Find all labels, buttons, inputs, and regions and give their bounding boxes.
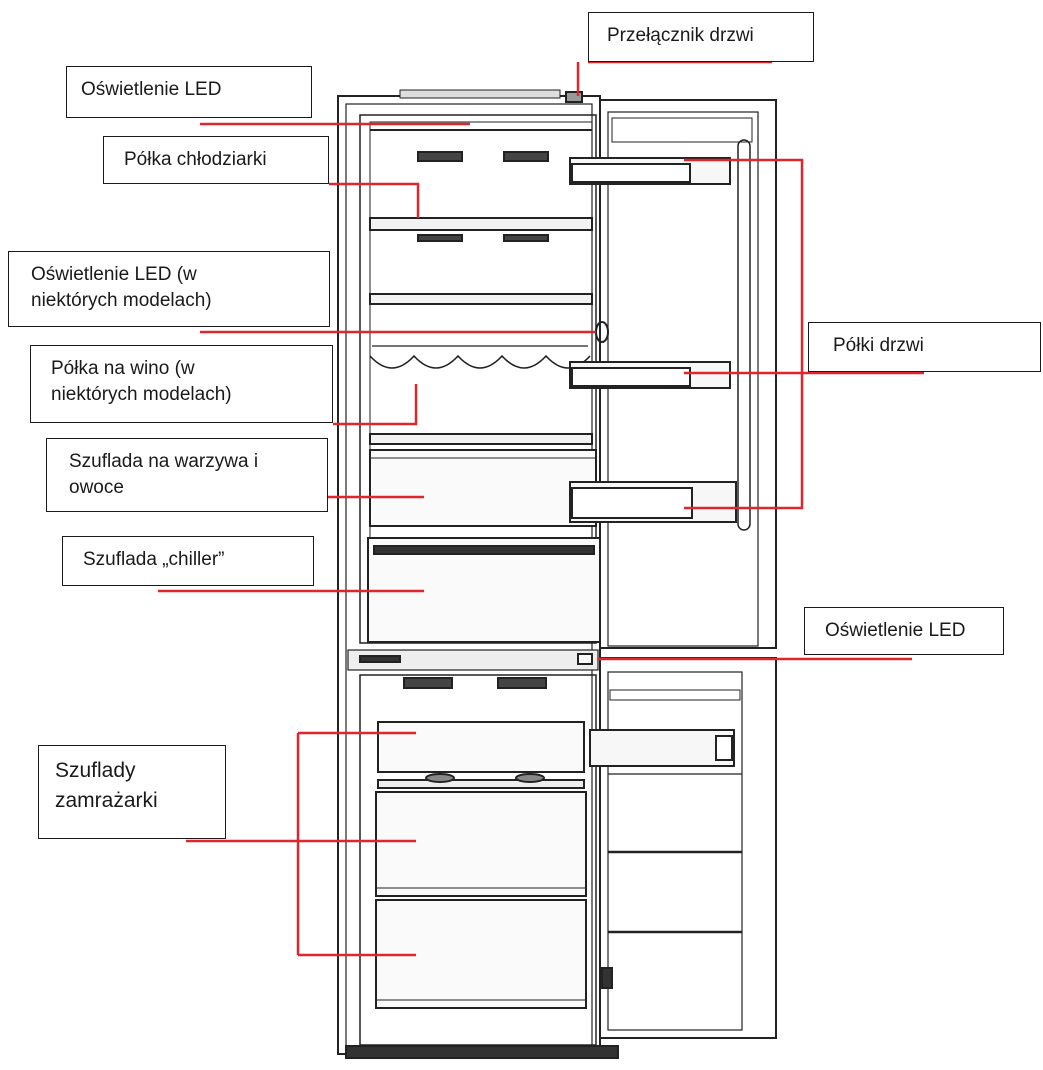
label-led-optional-line1: Oświetlenie LED (w (31, 264, 197, 285)
label-chiller-text: Szuflada „chiller” (83, 549, 225, 570)
label-door-shelves: Półki drzwi (808, 322, 1041, 372)
label-crisper-line1: Szuflada na warzywa i (69, 451, 259, 472)
label-fridge-shelf: Półka chłodziarki (103, 136, 329, 184)
label-led-top: Oświetlenie LED (66, 66, 312, 118)
label-freezer-drawers-line2: zamrażarki (55, 789, 158, 813)
callout-wine-rack (333, 384, 418, 426)
label-freezer-drawers-line1: Szuflady (55, 759, 136, 782)
label-chiller: Szuflada „chiller” (62, 536, 314, 586)
label-led-top-text: Oświetlenie LED (81, 79, 222, 100)
label-wine-rack-line1: Półka na wino (w (51, 358, 195, 379)
freezer-door (589, 657, 777, 1039)
label-freezer-drawers: Szuflady zamrażarki (38, 745, 226, 839)
label-crisper-line2: owoce (69, 476, 124, 498)
label-led-right-text: Oświetlenie LED (825, 620, 966, 641)
label-wine-rack: Półka na wino (w niektórych modelach) (30, 345, 333, 423)
label-led-optional: Oświetlenie LED (w niektórych modelach) (8, 251, 330, 327)
label-wine-rack-line2: niektórych modelach) (51, 383, 232, 405)
refrigerator-body (337, 89, 619, 1059)
label-door-switch-text: Przełącznik drzwi (607, 25, 754, 46)
label-door-shelves-text: Półki drzwi (833, 335, 924, 356)
label-led-right: Oświetlenie LED (804, 607, 1004, 655)
callout-fridge-shelf (329, 182, 420, 218)
label-door-switch: Przełącznik drzwi (588, 12, 814, 62)
callout-lines (158, 60, 924, 957)
label-led-optional-line2: niektórych modelach) (31, 289, 212, 311)
callout-door-shelves (684, 158, 804, 510)
label-fridge-shelf-text: Półka chłodziarki (124, 149, 267, 170)
label-crisper: Szuflada na warzywa i owoce (46, 438, 328, 512)
